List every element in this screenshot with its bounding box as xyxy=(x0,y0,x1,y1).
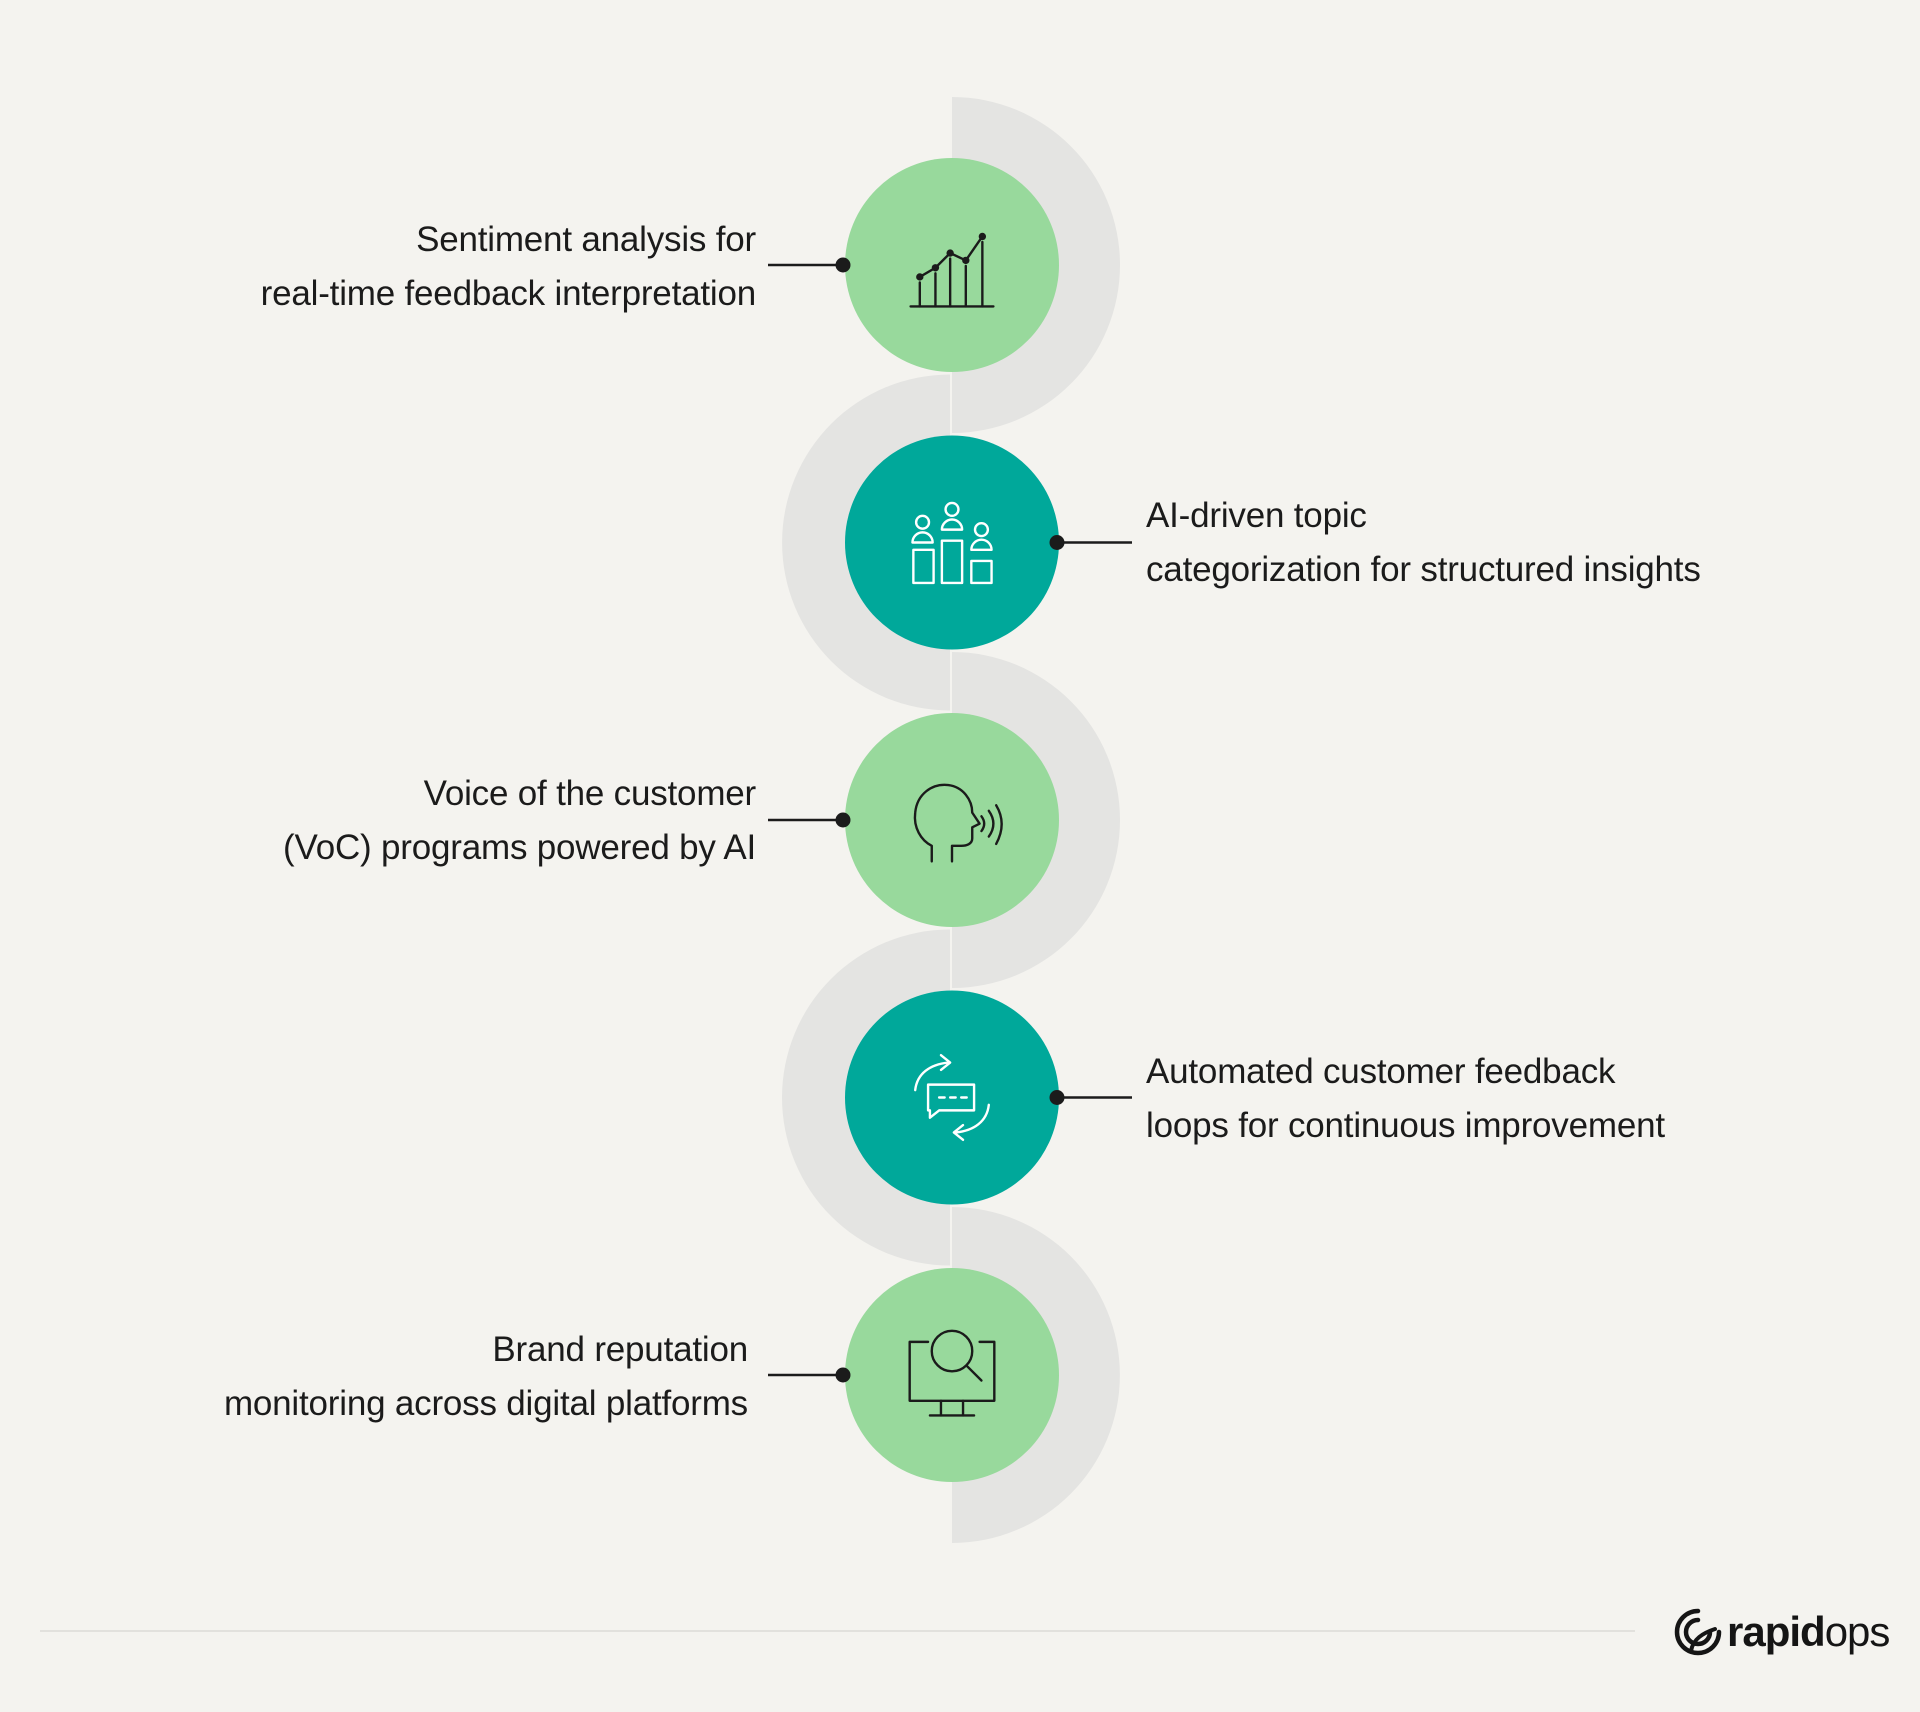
step-3-label: Voice of the customer (VoC) programs pow… xyxy=(116,767,756,875)
step-4-label: Automated customer feedback loops for co… xyxy=(1146,1045,1786,1153)
step-1-line-1: Sentiment analysis for xyxy=(416,220,756,259)
step-2 xyxy=(845,435,1132,650)
step-4-connector-dot xyxy=(1049,1090,1065,1105)
step-5-connector-dot xyxy=(835,1367,851,1383)
step-2-line-1: AI-driven topic xyxy=(1146,496,1367,535)
brand-wordmark: rapidops xyxy=(1727,1605,1891,1659)
brand-logo: rapidops xyxy=(1673,1605,1891,1659)
step-1 xyxy=(768,158,1059,372)
step-2-circle xyxy=(845,435,1059,650)
step-4-line-1: Automated customer feedback xyxy=(1146,1052,1616,1091)
step-4 xyxy=(845,990,1132,1205)
step-1-line-2: real-time feedback interpretation xyxy=(260,274,757,313)
footer-divider xyxy=(40,1630,1635,1632)
step-2-line-2: categorization for structured insights xyxy=(1146,550,1701,589)
step-1-connector-dot xyxy=(835,257,851,273)
step-5-circle xyxy=(845,1268,1059,1482)
step-5-label: Brand reputation monitoring across digit… xyxy=(108,1323,748,1431)
step-3-circle xyxy=(845,713,1059,927)
speaking-head-icon xyxy=(913,783,1003,863)
people-podium-icon xyxy=(911,501,993,585)
feedback-loop-icon xyxy=(914,1053,990,1142)
step-3-line-2: (VoC) programs powered by AI xyxy=(283,828,756,867)
step-2-connector-dot xyxy=(1049,535,1065,550)
step-4-line-2: loops for continuous improvement xyxy=(1146,1106,1665,1145)
step-1-circle xyxy=(845,158,1059,372)
step-3-connector-dot xyxy=(835,812,851,828)
brand-wordmark-light: ops xyxy=(1824,1608,1891,1655)
step-5 xyxy=(768,1268,1059,1482)
brand-wordmark-bold: rapid xyxy=(1727,1608,1826,1655)
step-5-line-2: monitoring across digital platforms xyxy=(223,1384,748,1423)
step-3 xyxy=(768,713,1059,927)
rapidops-logo-icon xyxy=(1674,1608,1722,1656)
step-5-line-1: Brand reputation xyxy=(492,1330,748,1369)
step-1-label: Sentiment analysis for real-time feedbac… xyxy=(116,213,757,321)
step-3-line-1: Voice of the customer xyxy=(423,774,757,813)
step-2-label: AI-driven topic categorization for struc… xyxy=(1146,489,1786,597)
monitor-search-icon xyxy=(908,1329,996,1417)
line-chart-icon xyxy=(909,232,995,308)
